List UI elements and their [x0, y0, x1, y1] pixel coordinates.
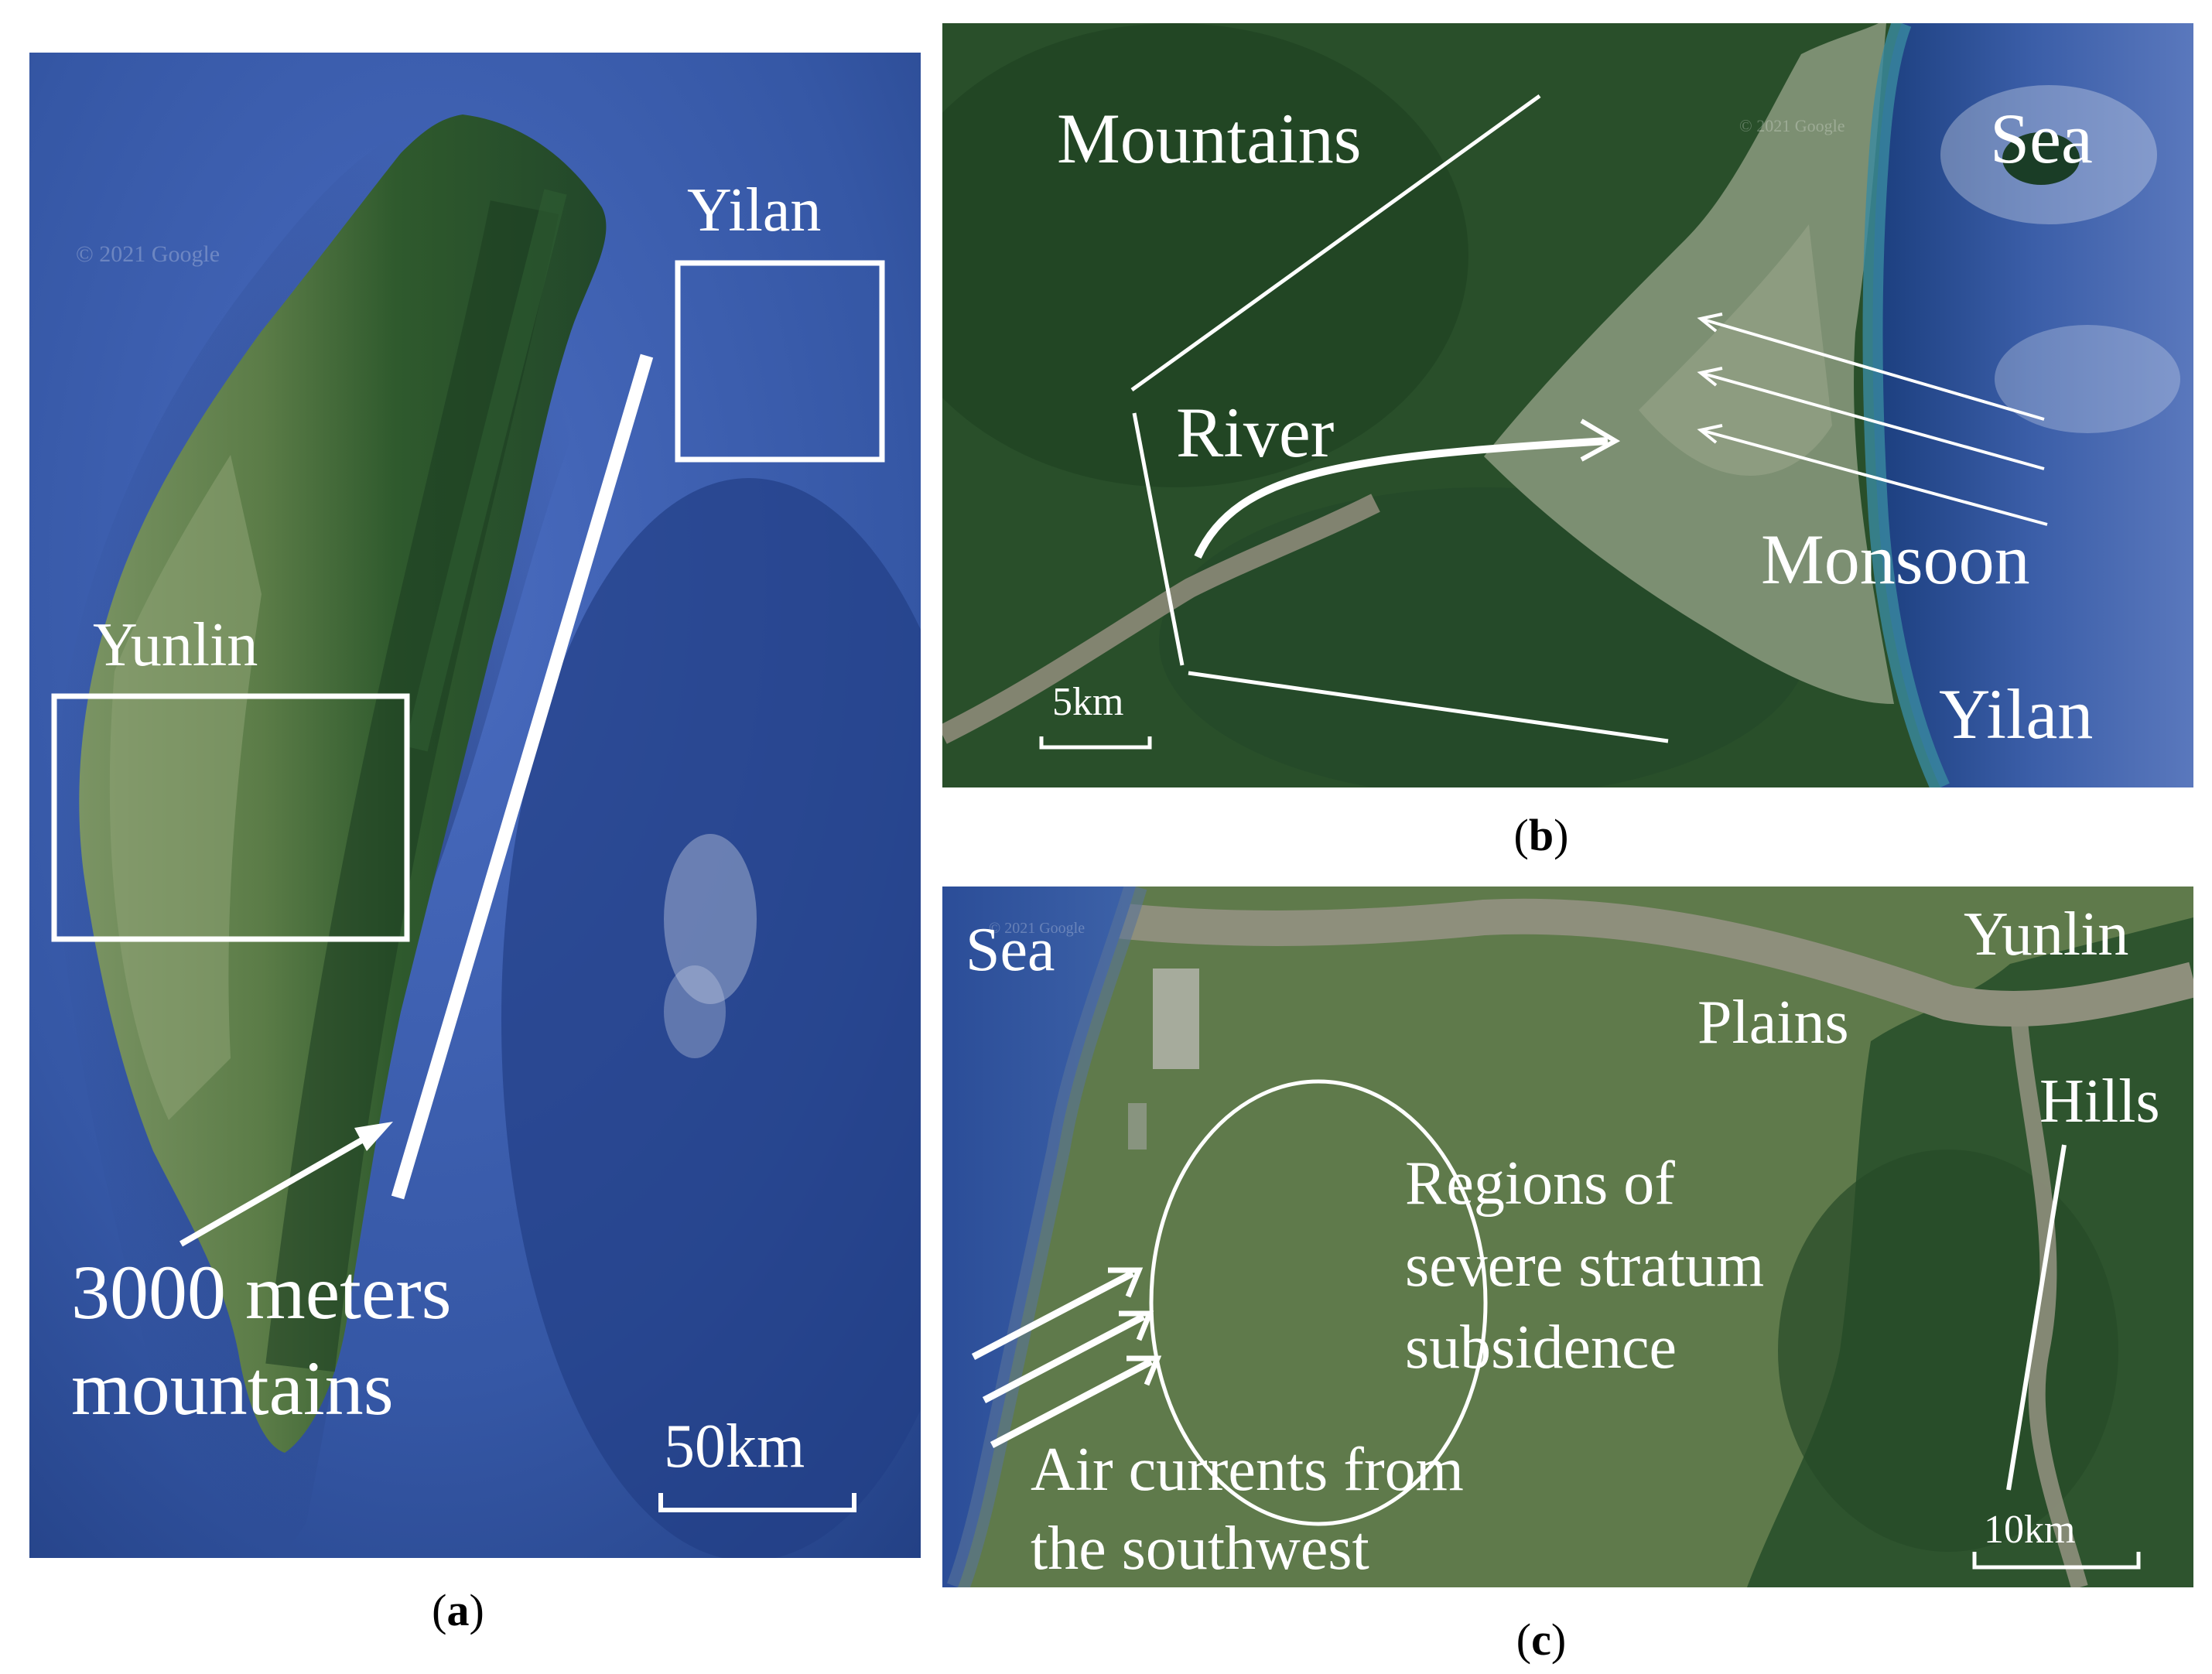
coastline — [1862, 23, 1950, 787]
monsoon-label: Monsoon — [1761, 520, 2030, 599]
air-current-arrow — [990, 1358, 1154, 1448]
central-mountain-range — [265, 200, 559, 1372]
regions-label-line3: subsidence — [1405, 1314, 1677, 1382]
sea — [1872, 23, 2193, 787]
island — [2002, 132, 2080, 185]
cloud-patch — [1995, 325, 2180, 433]
scale-label: 5km — [1052, 680, 1123, 724]
yunlin-satellite-map: © 2021 Google Sea Yunlin Plains Hills Re… — [942, 887, 2193, 1587]
port-facility — [1128, 1103, 1147, 1150]
monsoon-arrow-head — [1697, 367, 1723, 387]
monsoon-arrow-head — [1697, 313, 1723, 333]
air-currents-label-line1: Air currents from — [1031, 1436, 1464, 1504]
air-current-arrow — [982, 1314, 1146, 1403]
forest-texture — [942, 23, 1468, 487]
yunlin-label: Yunlin — [93, 611, 258, 679]
caption-c: (c) — [1516, 1614, 1567, 1665]
air-current-arrow-head — [1108, 1267, 1144, 1298]
air-current-arrow-head — [1127, 1355, 1162, 1386]
western-plains — [109, 455, 262, 1120]
plains-label: Plains — [1697, 989, 1849, 1057]
region-outline-bottom — [1188, 671, 1669, 743]
cloud-patch — [664, 965, 726, 1058]
hills-line — [2006, 1144, 2067, 1491]
scale-bar — [1972, 1552, 2141, 1570]
panel-a-map: © 2021 Google Yilan Yunlin 3000 meters m… — [29, 53, 921, 1558]
coastline — [946, 887, 1147, 1587]
ridge-texture — [405, 189, 567, 752]
yunlin-label: Yunlin — [1964, 900, 2128, 969]
scale-label: 50km — [664, 1413, 805, 1481]
regions-label-line1: Regions of — [1405, 1150, 1675, 1218]
air-current-arrow-head — [1119, 1310, 1154, 1341]
scale-label: 10km — [1984, 1508, 2075, 1552]
scale-bar — [658, 1493, 856, 1512]
river-label: River — [1176, 393, 1334, 472]
river-arrow — [1194, 437, 1609, 559]
panel-b-map: © 2021 Google Mountains Sea River Monsoo… — [942, 23, 2193, 787]
yilan-label: Yilan — [687, 176, 821, 244]
mountains-label-line1: 3000 meters — [71, 1249, 452, 1335]
yunlin-box — [51, 693, 410, 942]
caption-a: (a) — [432, 1585, 484, 1635]
caption-a-letter: a — [446, 1585, 470, 1635]
region-outline-top — [1130, 94, 1541, 392]
hills-label: Hills — [2039, 1068, 2160, 1136]
caption-b-letter: b — [1528, 810, 1554, 860]
monsoon-arrow-head — [1697, 424, 1723, 444]
mountains-label-line2: mountains — [71, 1345, 394, 1431]
air-currents-label-line2: the southwest — [1031, 1515, 1369, 1583]
industrial-port — [1153, 969, 1199, 1069]
caption-b: (b) — [1513, 810, 1569, 860]
deep-ocean-texture — [501, 478, 921, 1558]
yilan-label: Yilan — [1939, 675, 2093, 753]
sea-label: Sea — [1990, 99, 2093, 178]
river-bed — [942, 494, 1380, 744]
river-arrow-head — [1580, 418, 1621, 462]
hills-texture — [1778, 1150, 2118, 1552]
monsoon-arrow — [1700, 429, 2048, 526]
tributary — [2009, 1002, 2088, 1587]
region-outline-left — [1132, 412, 1185, 666]
mountains-label: Mountains — [1057, 99, 1362, 178]
regions-label-line2: severe stratum — [1405, 1232, 1764, 1300]
subsidence-ellipse — [1149, 1079, 1488, 1526]
scale-bar — [1039, 736, 1152, 750]
caption-c-letter: c — [1531, 1614, 1551, 1665]
taiwan-satellite-map: © 2021 Google Yilan Yunlin 3000 meters m… — [29, 53, 921, 1558]
urban-area — [1639, 224, 1832, 476]
air-current-arrow — [971, 1270, 1135, 1360]
yilan-box — [675, 260, 885, 463]
mountain-arrow-head — [354, 1122, 393, 1151]
mountain-range-line — [391, 354, 654, 1200]
map-watermark: © 2021 Google — [76, 241, 220, 267]
mountain-arrow — [179, 1133, 371, 1247]
monsoon-arrow — [1700, 317, 2045, 421]
map-watermark: © 2021 Google — [989, 920, 1085, 937]
sea-label: Sea — [966, 916, 1055, 984]
monsoon-arrow — [1700, 371, 2045, 470]
yilan-satellite-map: © 2021 Google Mountains Sea River Monsoo… — [942, 23, 2193, 787]
river — [1032, 892, 2193, 1027]
map-watermark: © 2021 Google — [1739, 116, 1844, 135]
panel-c-map: © 2021 Google Sea Yunlin Plains Hills Re… — [942, 887, 2193, 1587]
cloud-patch — [664, 834, 757, 1004]
